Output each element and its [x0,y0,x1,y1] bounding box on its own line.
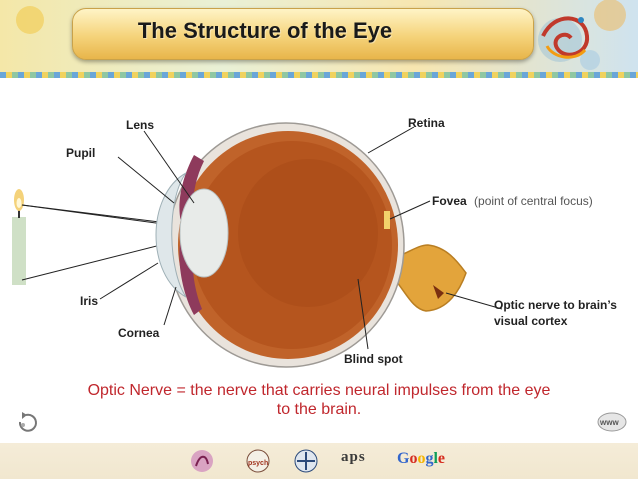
institution-logo-2-icon: psych [246,449,270,473]
optic-nerve [395,244,467,312]
svg-text:psych: psych [248,460,268,467]
label-iris: Iris [80,294,98,308]
pointer-lines [99,126,503,350]
google-letter: G [397,450,410,467]
title-bar [72,8,534,60]
google-letter: g [425,450,434,467]
header-stripe [0,72,638,78]
return-arrow-icon[interactable] [14,410,42,434]
label-fovea-name: Fovea [432,194,467,208]
label-fovea-note: (point of central focus) [474,194,593,208]
google-logo: Google [397,450,445,468]
eye-diagram: Lens Pupil Iris Cornea Retina Fovea (poi… [12,116,617,368]
caption: Optic Nerve = the nerve that carries neu… [8,381,630,419]
google-letter: o [417,450,426,467]
label-blind-spot: Blind spot [344,352,403,366]
label-fovea: Fovea (point of central focus) [432,194,593,208]
label-retina: Retina [408,116,445,130]
lens [179,188,229,278]
swirl-logo-icon [541,16,590,59]
page-title: The Structure of the Eye [137,18,393,43]
caption-line-2: to the brain. [276,401,362,418]
footer-bar [0,443,638,479]
aps-logo: aps [341,449,366,465]
google-letter: l [433,450,438,467]
label-lens: Lens [126,118,154,132]
institution-logo-1-icon [191,450,213,472]
cornea [155,172,187,298]
label-cornea: Cornea [118,326,160,340]
fovea-spot [384,211,390,229]
www-icon[interactable]: www [596,409,628,433]
institution-logo-3-icon [294,449,318,473]
svg-text:www: www [599,418,619,427]
caption-line-1: Optic Nerve = the nerve that carries neu… [87,382,551,399]
google-letter: o [409,450,418,467]
label-pupil: Pupil [66,146,95,160]
google-letter: e [437,450,446,467]
label-optic-nerve-1: Optic nerve to brain’s [494,298,617,312]
candle-icon [12,189,26,285]
label-optic-nerve-2: visual cortex [494,314,568,328]
